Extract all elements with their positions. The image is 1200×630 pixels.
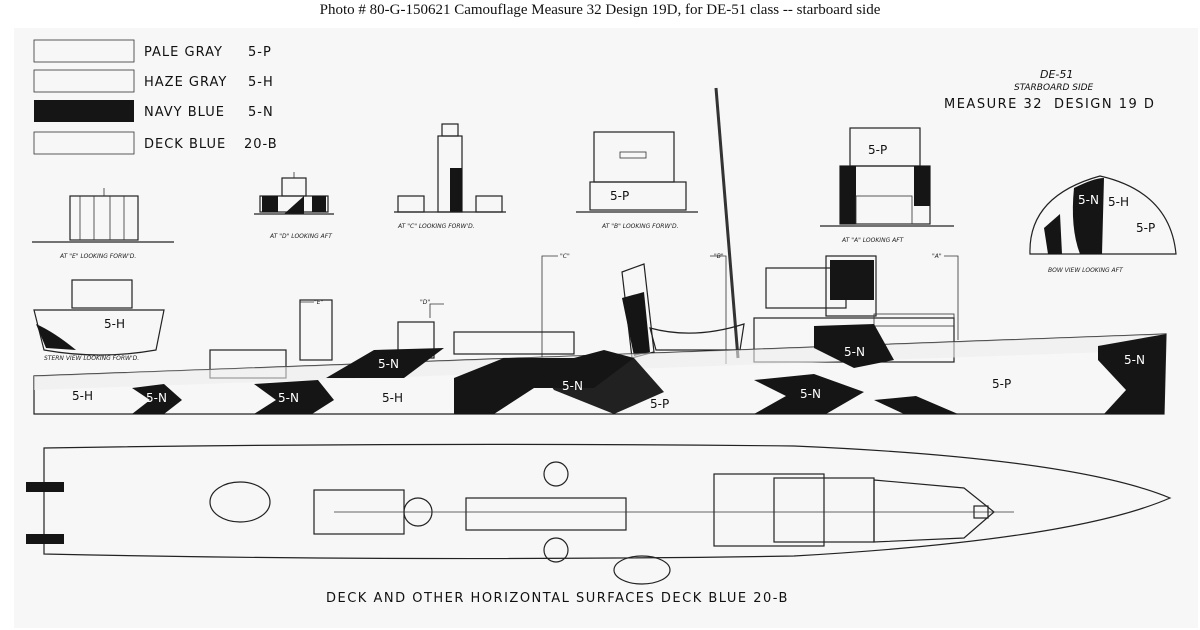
hull-code-h-mid: 5-H — [382, 391, 403, 405]
legend-swatch-deck-blue — [33, 131, 135, 155]
station-a: "A" — [932, 253, 942, 260]
section-view-stern: 5-H STERN VIEW LOOKING FORW'D. — [33, 279, 165, 362]
legend-swatch-haze-gray — [33, 69, 135, 93]
hull-code-n-6: 5-N — [844, 345, 865, 359]
section-view-a: 5-P AT "A" LOOKING AFT — [820, 127, 954, 244]
hull-code-n-bow: 5-N — [1124, 353, 1145, 367]
hull-code-n-2: 5-N — [278, 391, 299, 405]
title-block: DE-51 STARBOARD SIDE MEASURE 32 DESIGN 1… — [944, 68, 1155, 112]
station-b: "B" — [714, 253, 724, 260]
station-c: "C" — [560, 253, 570, 260]
view-e-label: AT "E" LOOKING FORW'D. — [59, 253, 136, 260]
hull-number: DE-51 — [1040, 68, 1073, 81]
deck-plan — [26, 443, 1172, 585]
bow-view-label: BOW VIEW LOOKING AFT — [1048, 267, 1124, 274]
hull-code-n-4: 5-N — [562, 379, 583, 393]
section-view-c: AT "C" LOOKING FORW'D. — [394, 123, 506, 230]
hull-code-n-5: 5-N — [800, 387, 821, 401]
legend-swatch-pale-gray — [33, 39, 135, 63]
camouflage-drawing: PALE GRAY 5-P HAZE GRAY 5-H NAVY BLUE 5-… — [14, 28, 1198, 628]
view-b-label: AT "B" LOOKING FORW'D. — [601, 223, 679, 230]
design-label: DESIGN 19 D — [1054, 97, 1155, 112]
station-e: "E" — [314, 299, 324, 306]
station-d: "D" — [420, 299, 430, 306]
deck-outline — [43, 443, 1172, 560]
legend-haze-gray-code: 5-H — [248, 75, 274, 90]
legend-deck-blue-code: 20-B — [244, 137, 278, 152]
bow-code-n: 5-N — [1078, 193, 1099, 207]
stern-code-h: 5-H — [104, 317, 125, 331]
legend-haze-gray-label: HAZE GRAY — [144, 75, 227, 90]
view-d-label: AT "D" LOOKING AFT — [269, 233, 333, 240]
drawing-canvas: PALE GRAY 5-P HAZE GRAY 5-H NAVY BLUE 5-… — [26, 39, 1177, 606]
legend-navy-blue-label: NAVY BLUE — [144, 105, 225, 120]
legend-pale-gray-label: PALE GRAY — [144, 45, 223, 60]
hull-code-p-mid: 5-P — [650, 397, 669, 411]
hull-code-n-3: 5-N — [378, 357, 399, 371]
side-label: STARBOARD SIDE — [1014, 83, 1094, 93]
section-view-e: AT "E" LOOKING FORW'D. — [32, 188, 174, 260]
section-view-b: 5-P AT "B" LOOKING FORW'D. — [576, 131, 698, 230]
view-a-code: 5-P — [868, 143, 887, 157]
photo-caption: Photo # 80-G-150621 Camouflage Measure 3… — [319, 2, 881, 18]
legend-deck-blue-label: DECK BLUE — [144, 137, 226, 152]
view-c-label: AT "C" LOOKING FORW'D. — [397, 223, 475, 230]
bow-code-p: 5-P — [1136, 221, 1155, 235]
ship-profile: 5-H 5-N 5-N 5-N 5-H 5-N 5-P 5-N 5-N 5-P … — [33, 87, 1167, 415]
measure-label: MEASURE 32 — [944, 97, 1043, 112]
deck-note: DECK AND OTHER HORIZONTAL SURFACES DECK … — [326, 591, 789, 606]
color-legend: PALE GRAY 5-P HAZE GRAY 5-H NAVY BLUE 5-… — [33, 39, 278, 155]
stern-view-label: STERN VIEW LOOKING FORW'D. — [44, 355, 139, 362]
bow-code-h: 5-H — [1108, 195, 1129, 209]
hull-code-n-1: 5-N — [146, 391, 167, 405]
legend-swatch-navy-blue — [34, 100, 134, 122]
section-view-bow: 5-N 5-H 5-P BOW VIEW LOOKING AFT — [1029, 175, 1177, 274]
hull-code-p-bow: 5-P — [992, 377, 1011, 391]
section-view-d: AT "D" LOOKING AFT — [254, 172, 334, 240]
legend-navy-blue-code: 5-N — [248, 105, 274, 120]
legend-pale-gray-code: 5-P — [248, 45, 272, 60]
hull-code-h-stern: 5-H — [72, 389, 93, 403]
view-b-code: 5-P — [610, 189, 629, 203]
view-a-label: AT "A" LOOKING AFT — [841, 237, 905, 244]
